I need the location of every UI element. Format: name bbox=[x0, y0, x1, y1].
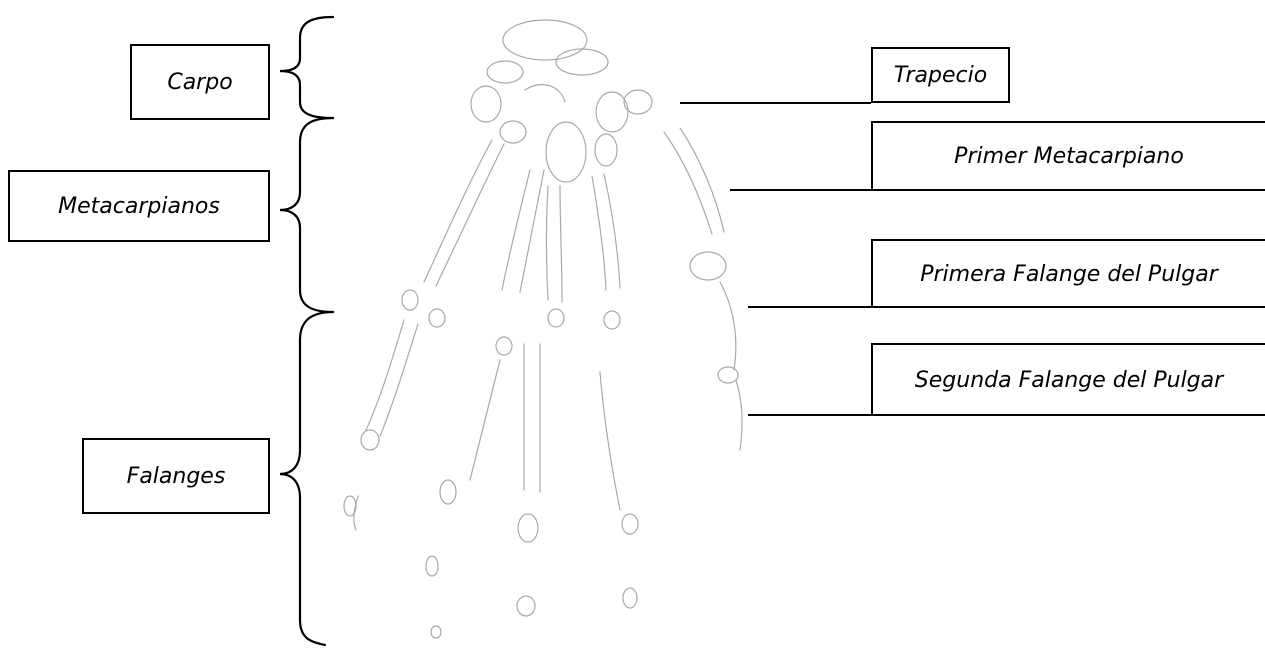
falanges-label: Falanges bbox=[82, 438, 270, 514]
carpo-label: Carpo bbox=[130, 44, 270, 120]
primer-metacarpiano-label: Primer Metacarpiano bbox=[871, 121, 1265, 190]
primera-falange-pulgar-label-text: Primera Falange del Pulgar bbox=[920, 262, 1218, 287]
carpo-brace bbox=[280, 17, 333, 118]
trapecio-label-text: Trapecio bbox=[894, 63, 987, 88]
falanges-label-text: Falanges bbox=[127, 464, 226, 489]
trapecio-label: Trapecio bbox=[871, 47, 1010, 103]
metacarpianos-label: Metacarpianos bbox=[8, 170, 270, 242]
hand-skeleton-illustration bbox=[344, 20, 742, 638]
primera-falange-pulgar-label: Primera Falange del Pulgar bbox=[871, 239, 1265, 307]
segunda-falange-pulgar-label: Segunda Falange del Pulgar bbox=[871, 343, 1265, 415]
falanges-brace bbox=[280, 312, 333, 645]
segunda-falange-pulgar-label-text: Segunda Falange del Pulgar bbox=[915, 368, 1223, 393]
carpo-label-text: Carpo bbox=[167, 70, 232, 95]
metacarpianos-brace bbox=[280, 118, 333, 312]
metacarpianos-label-text: Metacarpianos bbox=[58, 194, 220, 219]
primer-metacarpiano-label-text: Primer Metacarpiano bbox=[954, 144, 1184, 169]
